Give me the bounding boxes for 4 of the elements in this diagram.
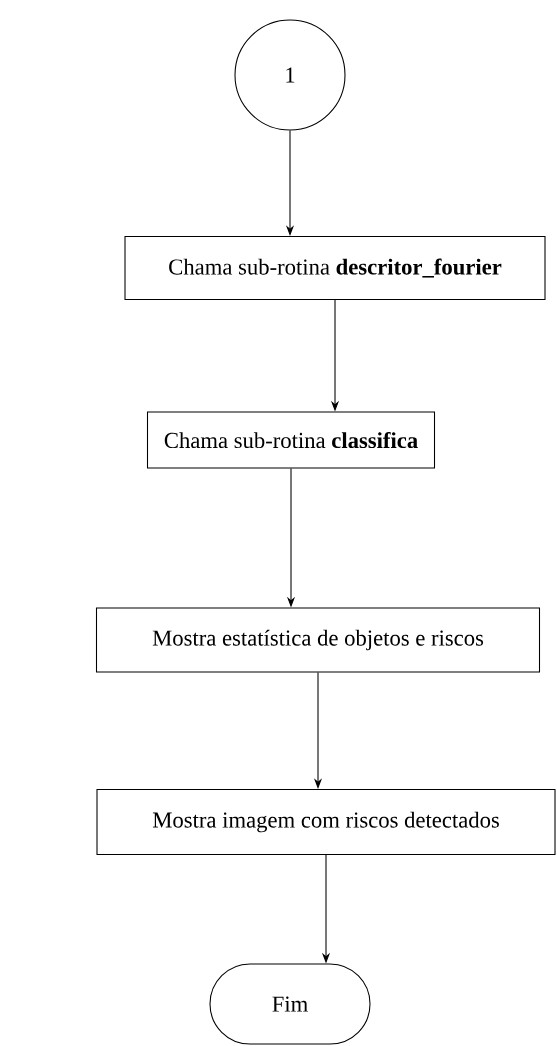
process-box: Mostra imagem com riscos detectados: [96, 788, 556, 856]
process-box: Chama sub-rotina descritor_fourier: [124, 235, 546, 301]
process-box: Chama sub-rotina classifica: [146, 411, 436, 469]
process-box: Mostra estatística de objetos e riscos: [95, 607, 541, 673]
